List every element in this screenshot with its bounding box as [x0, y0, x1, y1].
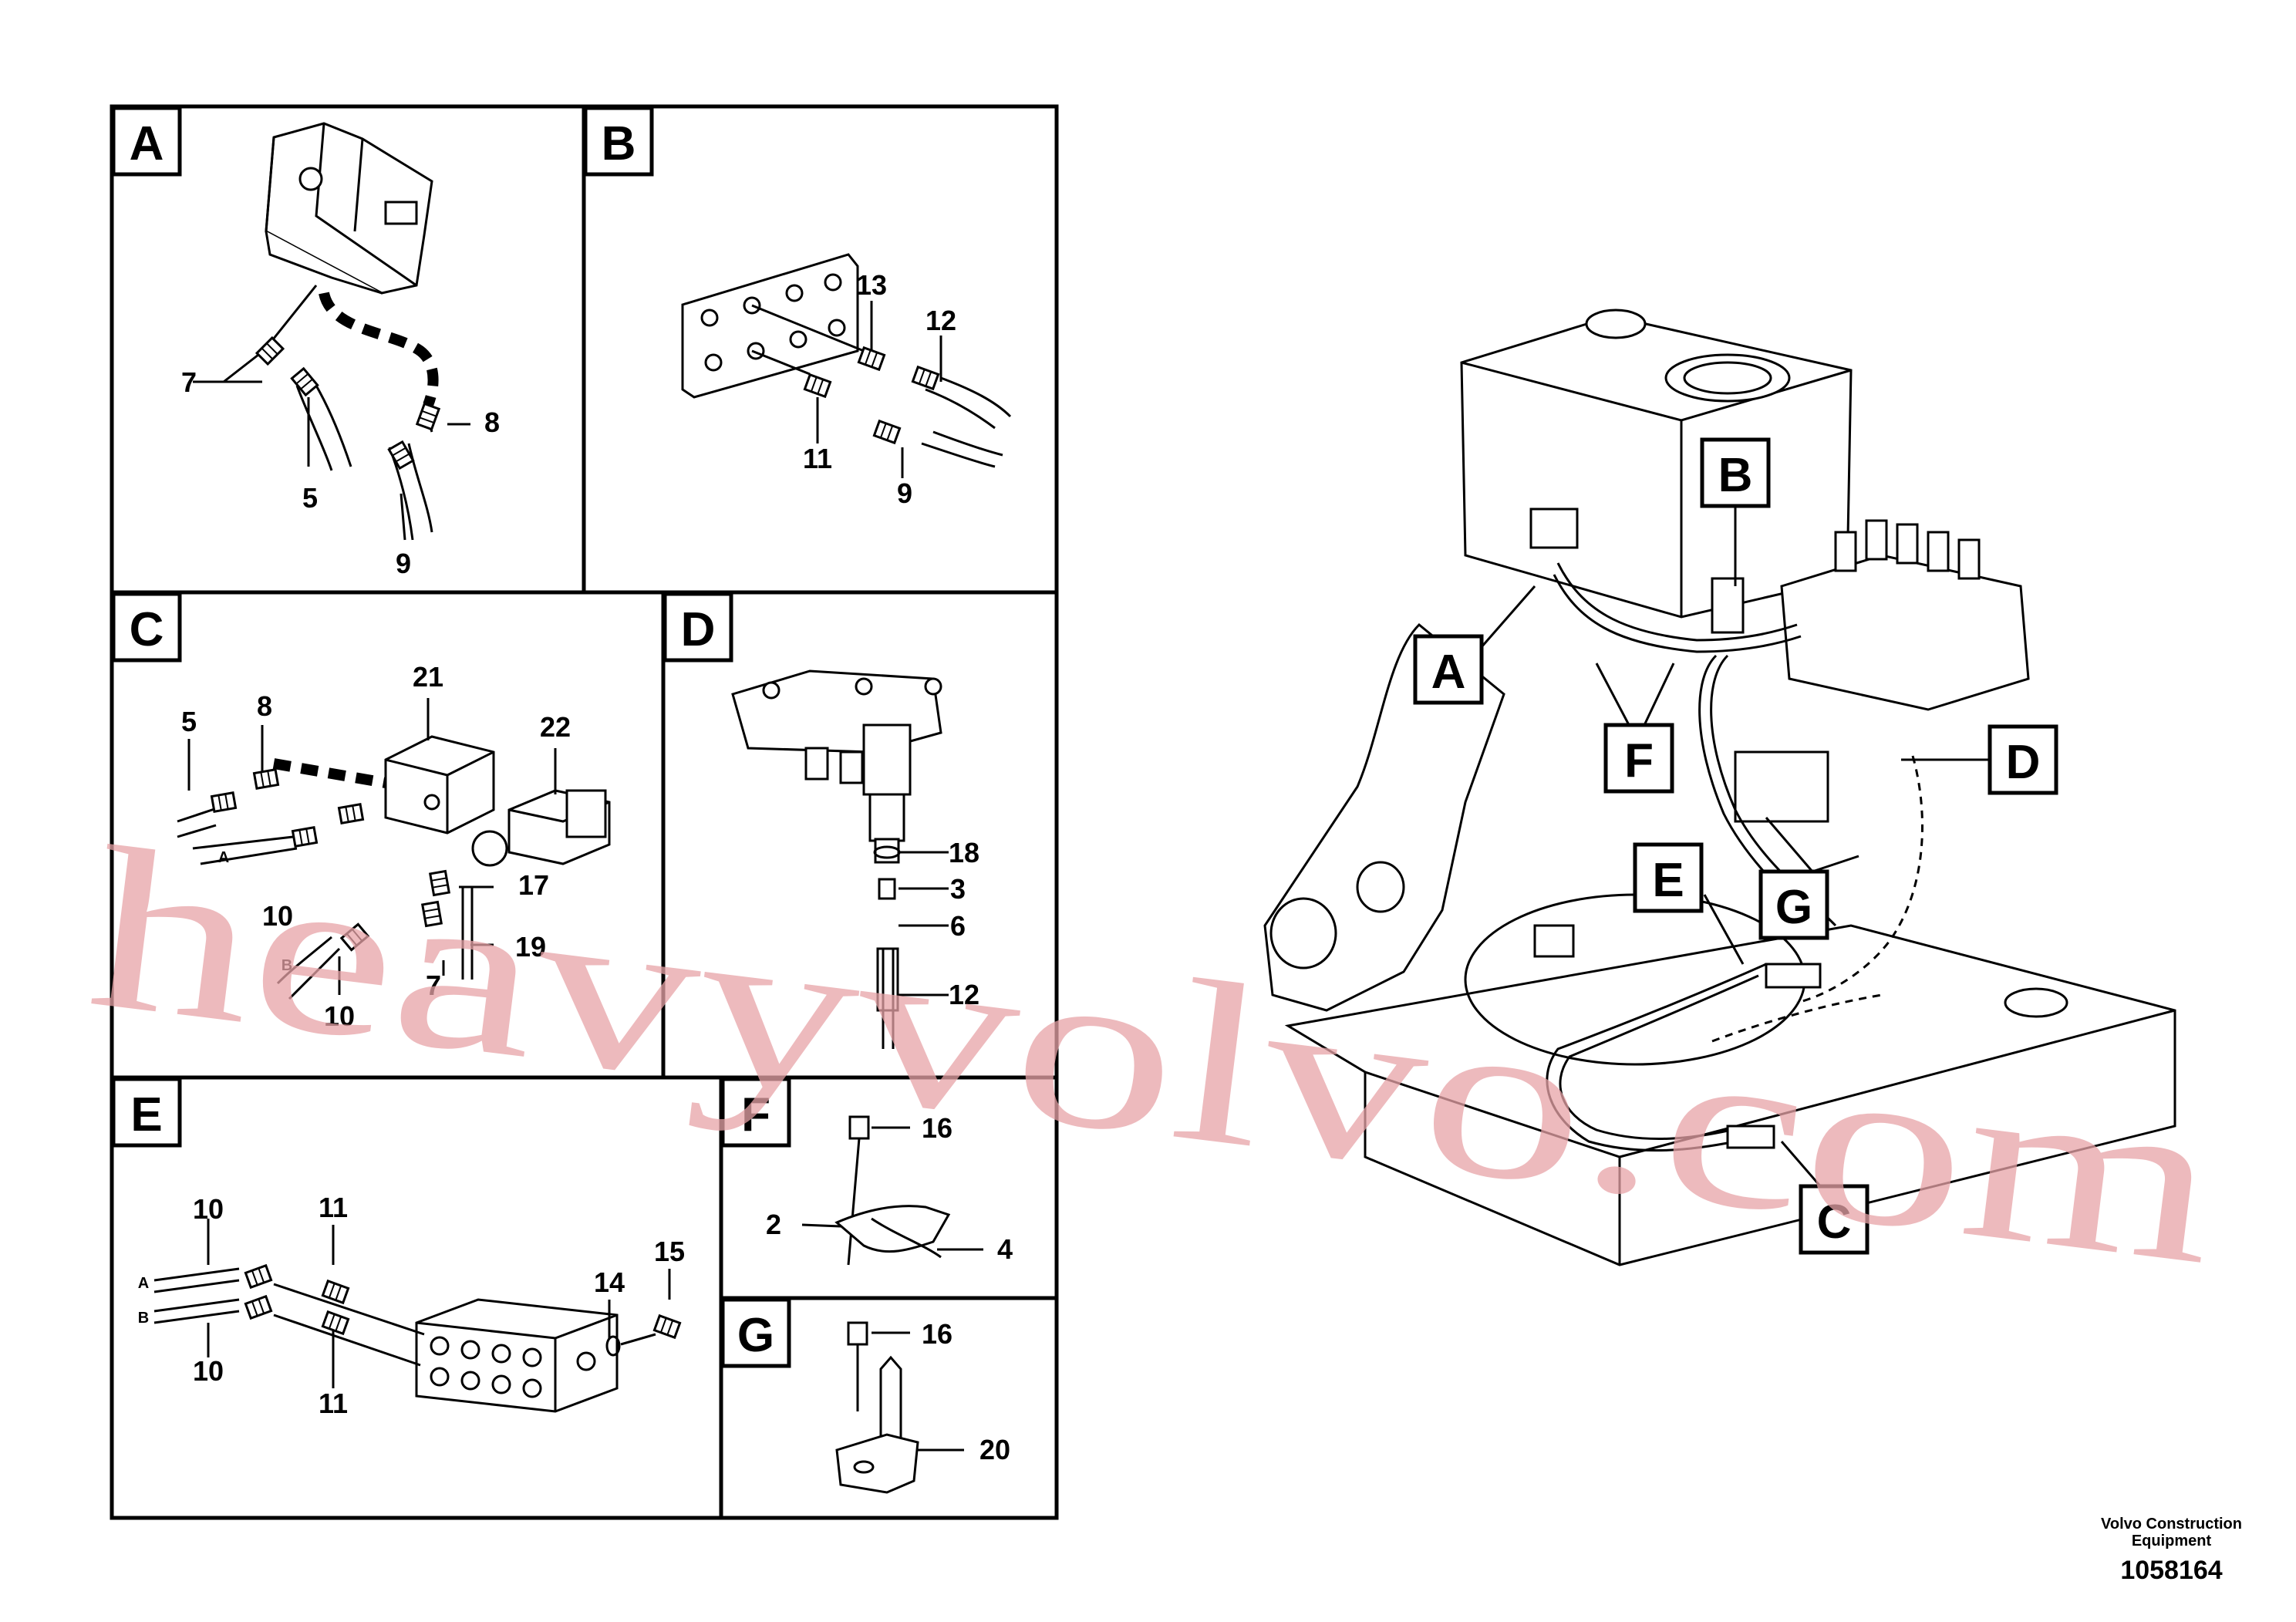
panel-c: C	[111, 592, 611, 1032]
hidden-hose-line-c	[272, 758, 387, 788]
hoses-b	[751, 301, 1012, 478]
panel-e-letter: E	[130, 1088, 162, 1141]
label-c-8: 8	[257, 690, 272, 722]
panel-g-letter-box	[720, 1297, 791, 1368]
callout-a-box	[1413, 634, 1484, 705]
label-a-9: 9	[396, 548, 411, 579]
panel-d: D 18 3 6 12	[663, 592, 979, 1049]
label-e-11-bottom: 11	[319, 1388, 348, 1419]
panel-c-letter-box	[111, 592, 182, 663]
label-d-12: 12	[949, 979, 979, 1010]
valve-solenoid-drawing	[265, 122, 433, 295]
label-g-20: 20	[979, 1434, 1010, 1465]
callout-f: F	[1624, 734, 1654, 787]
label-d-3: 3	[950, 873, 966, 905]
label-f-4: 4	[997, 1233, 1013, 1265]
label-f-16: 16	[922, 1112, 952, 1144]
manifold-block-21	[384, 735, 495, 835]
label-c-17: 17	[518, 869, 549, 901]
label-e-a: A	[138, 1275, 149, 1292]
fittings-a	[255, 336, 440, 470]
label-c-5: 5	[181, 706, 197, 737]
callout-c-box	[1799, 1184, 1870, 1255]
hidden-hose-line	[319, 292, 439, 407]
label-a-5: 5	[302, 482, 318, 514]
panel-f: F 16 2 4	[720, 1077, 1013, 1266]
label-b-9: 9	[897, 477, 912, 509]
label-c-7: 7	[426, 969, 441, 1001]
callout-g: G	[1775, 881, 1812, 934]
label-e-10-bottom: 10	[193, 1355, 224, 1387]
label-c-22: 22	[540, 711, 571, 743]
callout-d: D	[2006, 736, 2041, 789]
panel-d-letter-box	[663, 592, 733, 663]
label-a-8: 8	[484, 406, 500, 438]
label-c-b: B	[282, 957, 292, 974]
solenoid-valve-22	[471, 789, 611, 867]
footer-drawing-number: 1058164	[2120, 1556, 2223, 1585]
callout-boxes: A B D F E G C	[1413, 437, 2058, 1255]
panel-b-letter-box	[583, 106, 654, 177]
panel-b-letter: B	[602, 117, 636, 170]
panel-d-letter: D	[681, 603, 716, 656]
panel-g-letter: G	[737, 1309, 774, 1362]
panel-a-letter-box	[111, 106, 182, 177]
label-g-16: 16	[922, 1318, 952, 1350]
callout-g-box	[1758, 869, 1829, 940]
hoses-e	[153, 1219, 671, 1388]
panel-c-letter: C	[130, 603, 164, 656]
watermark: heavyvolvo.com	[79, 798, 2230, 1313]
leaders-f	[801, 1126, 983, 1251]
label-c-19: 19	[515, 931, 546, 963]
panel-a-letter: A	[130, 117, 164, 170]
footer-company-line2: Equipment	[2131, 1533, 2212, 1549]
mounting-plate	[681, 253, 859, 399]
label-c-10-top: 10	[262, 900, 293, 932]
leaders-g	[872, 1331, 964, 1452]
label-a-7: 7	[181, 366, 197, 398]
hoses-d	[873, 845, 949, 1049]
panel-f-letter: F	[741, 1088, 770, 1141]
callout-b-box	[1700, 437, 1771, 508]
label-c-a: A	[218, 849, 229, 866]
panel-e-letter-box	[111, 1077, 182, 1148]
machine-overview	[1263, 309, 2176, 1266]
panel-e: E	[111, 1077, 685, 1419]
callout-b: B	[1718, 449, 1753, 502]
valve-block-d	[731, 669, 942, 864]
label-e-14: 14	[594, 1266, 625, 1298]
label-e-10-top: 10	[193, 1193, 224, 1225]
hoses-a	[193, 285, 470, 541]
label-b-12: 12	[925, 305, 956, 336]
footer: Volvo Construction Equipment 1058164	[2101, 1516, 2242, 1586]
callout-e: E	[1652, 854, 1684, 907]
panel-b: B 13 12 11 9	[583, 106, 1012, 509]
label-d-6: 6	[950, 910, 966, 942]
label-c-10-bottom: 10	[324, 1000, 355, 1032]
clamp-f	[834, 1115, 951, 1266]
label-f-2: 2	[766, 1209, 781, 1240]
label-e-11-top: 11	[319, 1192, 348, 1223]
callout-c: C	[1817, 1195, 1852, 1249]
hoses-c	[177, 698, 557, 1000]
fittings-b	[803, 346, 940, 444]
bracket-g	[835, 1321, 919, 1494]
callout-f-box	[1603, 723, 1674, 794]
callout-d-box	[1988, 724, 2058, 795]
label-c-21: 21	[413, 661, 443, 693]
callout-a: A	[1431, 646, 1466, 699]
label-e-15: 15	[654, 1236, 685, 1267]
distribution-block	[415, 1298, 619, 1413]
panel-f-letter-box	[720, 1077, 791, 1148]
panel-g: G 16 20	[720, 1297, 1010, 1494]
label-b-13: 13	[856, 269, 887, 301]
label-e-b: B	[138, 1310, 149, 1327]
label-b-11: 11	[803, 443, 832, 474]
label-d-18: 18	[949, 837, 979, 868]
panel-a: A 7	[111, 106, 500, 579]
footer-company-line1: Volvo Construction	[2101, 1516, 2242, 1533]
callout-e-box	[1633, 842, 1704, 913]
